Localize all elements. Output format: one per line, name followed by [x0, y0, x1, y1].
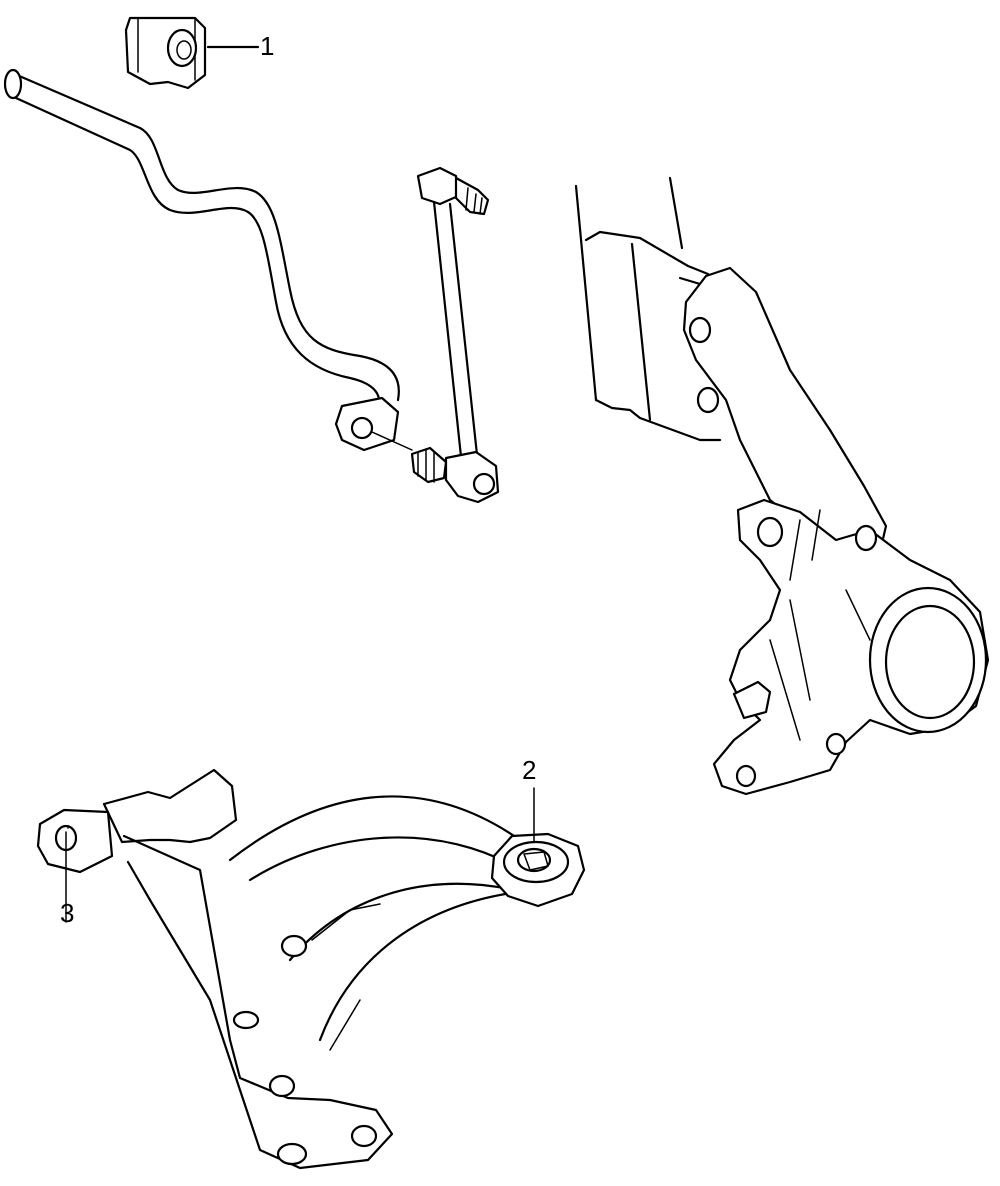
- stabilizer-bar: [3, 68, 413, 452]
- callout-label-3: 3: [60, 898, 75, 928]
- stabilizer-link: [410, 166, 500, 504]
- lower-control-arm: [36, 768, 586, 1170]
- callout-label-1: 1: [260, 31, 275, 61]
- stabilizer-bushing: [124, 16, 260, 90]
- steering-knuckle: [574, 176, 990, 796]
- callout-label-2: 2: [522, 755, 537, 785]
